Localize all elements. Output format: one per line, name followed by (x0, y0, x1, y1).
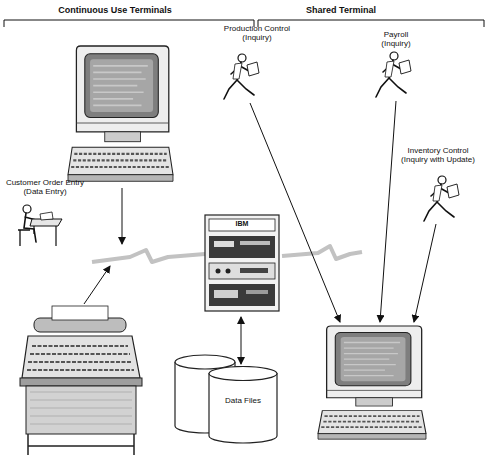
user-label: Payroll (Inquiry) (374, 30, 418, 48)
display-terminal (318, 326, 426, 439)
user-label: Customer Order Entry (Data Entry) (2, 178, 88, 196)
node-text: Data Files (208, 396, 278, 405)
flow-arrows (84, 101, 436, 364)
typewriter-terminal (20, 306, 142, 455)
storage-cylinder: Data Files (208, 366, 278, 444)
user-label: Production Control (Inquiry) (218, 24, 296, 42)
user-label: Inventory Control (Inquiry with Update) (394, 146, 482, 164)
processor-unit (205, 215, 279, 311)
operator-figures (224, 52, 459, 221)
data-entry-clerk (18, 205, 62, 246)
display-terminal (68, 46, 173, 181)
logo-text: IBM (209, 220, 275, 228)
group-heading: Shared Terminal (286, 5, 396, 15)
group-heading: Continuous Use Terminals (40, 5, 190, 15)
